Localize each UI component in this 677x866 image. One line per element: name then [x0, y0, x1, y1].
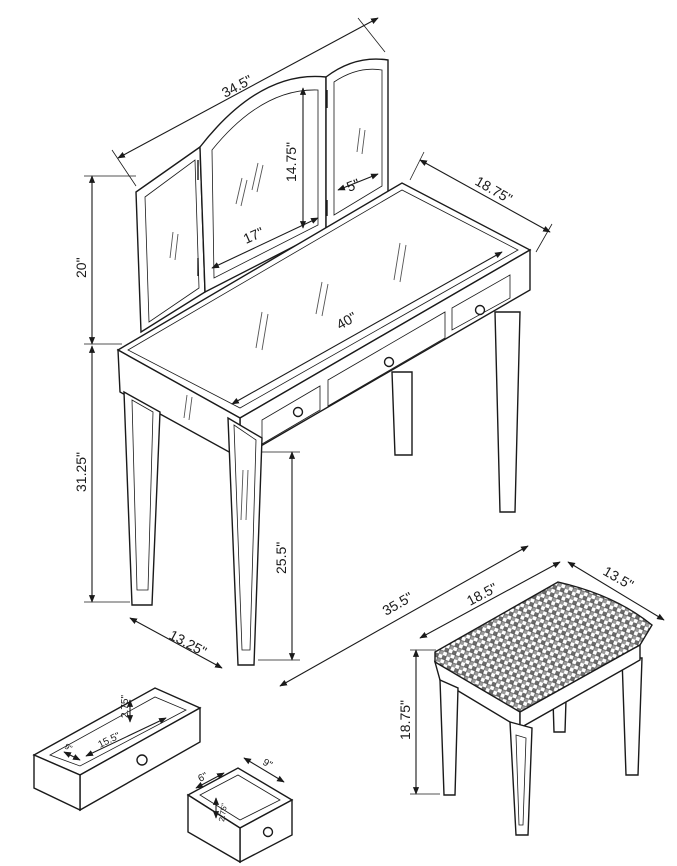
large-drawer: [32, 687, 202, 812]
dimension-lines: [63, 17, 665, 819]
small-drawer-width-label: 6": [196, 771, 209, 785]
bench-height-label: 18.75": [397, 700, 413, 740]
small-drawer-height-label: 2.75": [217, 802, 229, 822]
mirror-side-width-label: 5": [344, 175, 362, 195]
leg-spacing-label: 13.25": [167, 627, 210, 660]
mirror-center-width-label: 17": [241, 224, 266, 247]
large-drawer-depth-label: 9": [63, 742, 74, 753]
bench: [433, 581, 653, 836]
mirror-center-height-label: 14.75": [283, 142, 299, 182]
mirror-height-label: 20": [73, 257, 89, 278]
overall-width-label: 35.5": [380, 589, 416, 619]
large-drawer-height-label: 2.75": [120, 695, 131, 718]
bench-depth-label: 13.5": [601, 563, 637, 593]
mirror-width-label: 34.5": [219, 71, 255, 100]
table-height-label: 31.25": [73, 452, 89, 492]
knee-height-label: 25.5": [273, 542, 289, 574]
table-depth-label: 18.75": [473, 173, 516, 207]
